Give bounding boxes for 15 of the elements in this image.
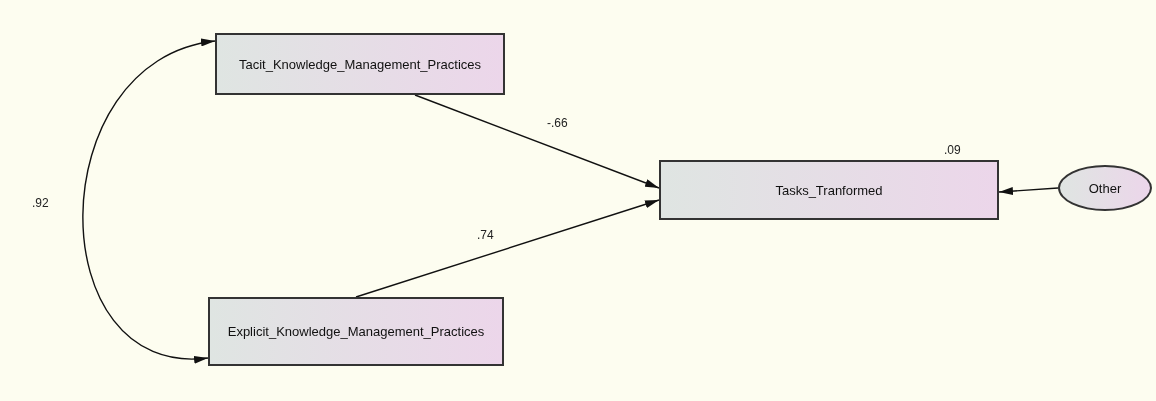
variable-box — [208, 297, 504, 366]
variable-box — [215, 33, 505, 95]
node-label: Tacit_Knowledge_Management_Practices — [238, 56, 482, 72]
node-label: Explicit_Knowledge_Management_Practices — [227, 324, 485, 339]
arrow — [355, 198, 660, 298]
r-squared-value: .09 — [944, 143, 961, 157]
edge-label: .92 — [30, 196, 51, 210]
variable-box — [659, 160, 999, 220]
node-label: Tasks_Tranformed — [775, 182, 883, 198]
arrow — [998, 187, 1059, 196]
double-headed-arrow — [82, 39, 216, 362]
node-label: Other — [1088, 180, 1122, 196]
edge-label: .74 — [475, 228, 496, 242]
arrow — [414, 94, 660, 189]
edge-label: -.66 — [545, 116, 570, 130]
